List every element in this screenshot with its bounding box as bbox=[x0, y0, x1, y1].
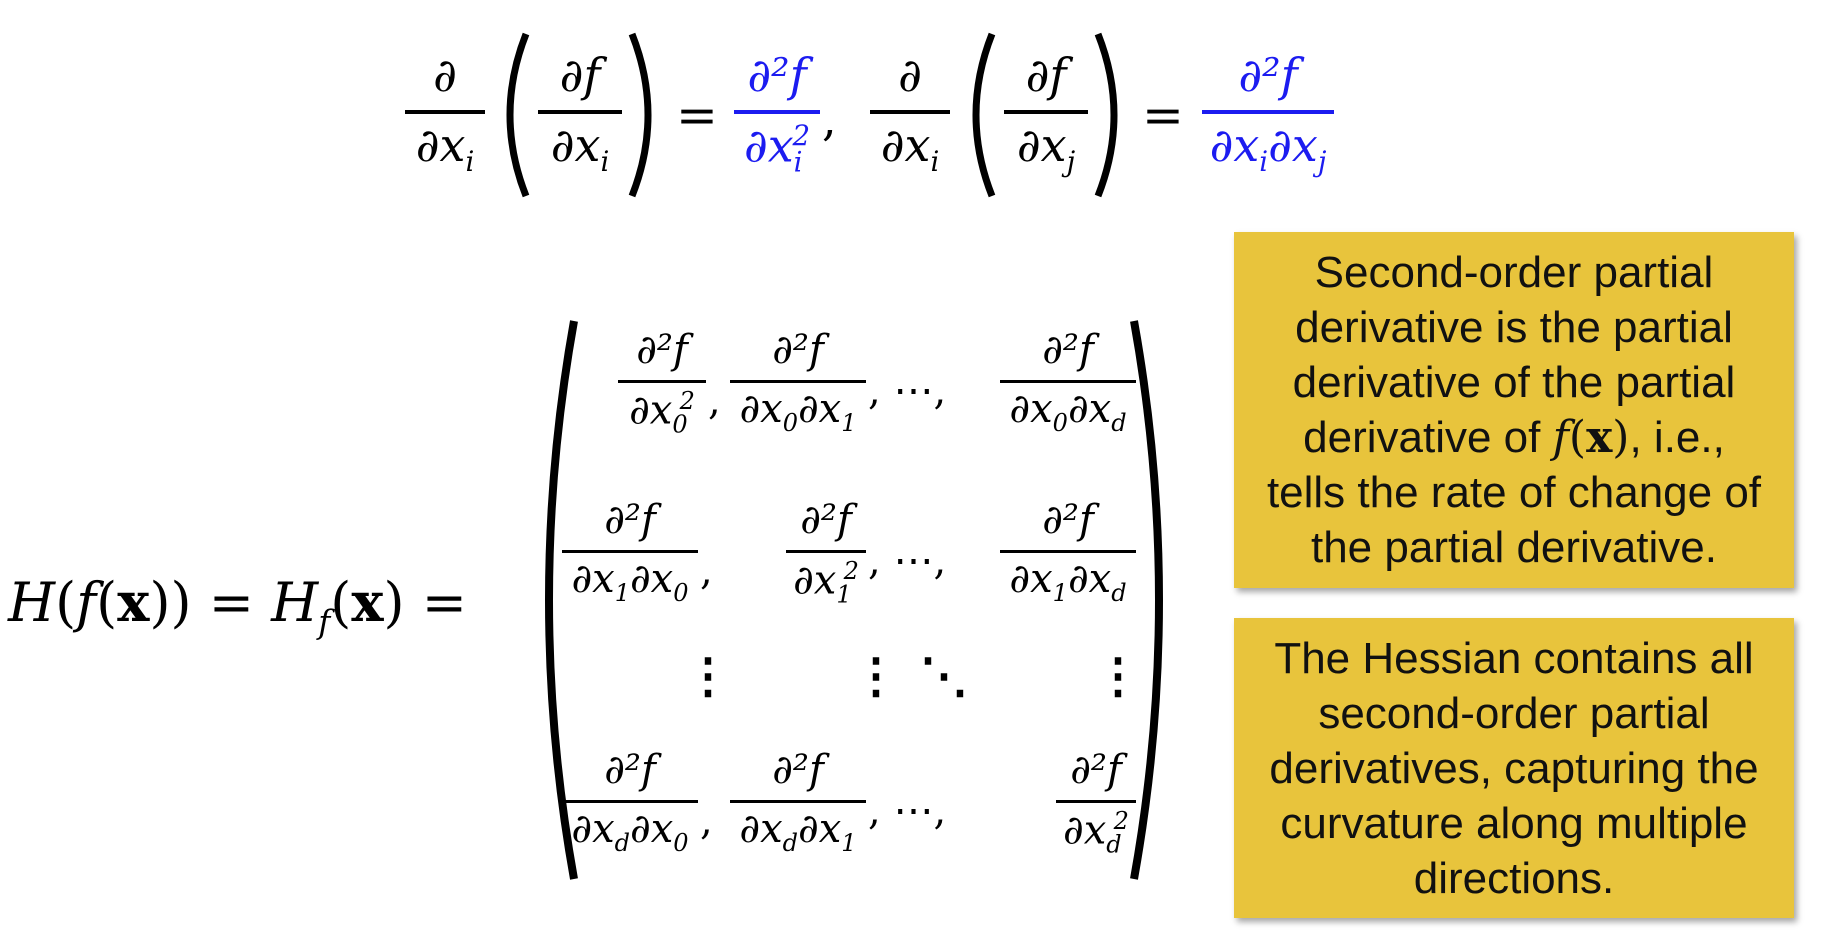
fraction-df-dxj: ∂f ∂xj bbox=[1004, 52, 1088, 176]
matrix-entry-01: ∂²f ∂x0∂x1 bbox=[730, 330, 866, 435]
comma: , bbox=[822, 92, 837, 146]
diagonal-dots: ⋱ bbox=[920, 648, 968, 704]
left-parenthesis bbox=[972, 32, 996, 198]
matrix-entry-1d: ∂²f ∂x1∂xd bbox=[1000, 500, 1136, 605]
fraction-d-dxi-1: ∂ ∂xi bbox=[405, 52, 485, 176]
vertical-dots: ⋮ bbox=[684, 648, 732, 704]
vertical-dots: ⋮ bbox=[1094, 648, 1142, 704]
note-second-order-partial: Second-order partial derivative is the p… bbox=[1234, 232, 1794, 588]
note-hessian-contains: The Hessian contains all second-order pa… bbox=[1234, 618, 1794, 918]
right-parenthesis bbox=[628, 32, 652, 198]
denominator: ∂xi bbox=[415, 118, 475, 179]
right-parenthesis bbox=[1094, 32, 1118, 198]
fraction-d-dxi-2: ∂ ∂xi bbox=[870, 52, 950, 176]
fraction-d2f-dxidxj: ∂²f ∂xi∂xj bbox=[1202, 52, 1334, 176]
matrix-entry-d1: ∂²f ∂xd∂x1 bbox=[730, 750, 866, 855]
vertical-dots: ⋮ bbox=[852, 648, 900, 704]
matrix-right-parenthesis bbox=[1130, 320, 1163, 880]
matrix-entry-10: ∂²f ∂x1∂x0 bbox=[562, 500, 698, 605]
fraction-df-dxi: ∂f ∂xi bbox=[538, 52, 622, 176]
matrix-entry-11: ∂²f ∂x12 bbox=[786, 500, 866, 606]
numerator: ∂ bbox=[433, 48, 457, 102]
equals-sign: = bbox=[1142, 86, 1184, 144]
matrix-entry-d0: ∂²f ∂xd∂x0 bbox=[562, 750, 698, 855]
hessian-lhs: H(f(x)) = Hf(x) = bbox=[8, 570, 468, 641]
matrix-entry-dd: ∂²f ∂xd2 bbox=[1056, 750, 1136, 856]
equals-sign: = bbox=[676, 86, 718, 144]
left-parenthesis bbox=[506, 32, 530, 198]
fraction-d2f-dxi2: ∂²f ∂xi2 bbox=[734, 52, 820, 176]
matrix-entry-00: ∂²f ∂x02 bbox=[618, 330, 706, 436]
matrix-entry-0d: ∂²f ∂x0∂xd bbox=[1000, 330, 1136, 435]
